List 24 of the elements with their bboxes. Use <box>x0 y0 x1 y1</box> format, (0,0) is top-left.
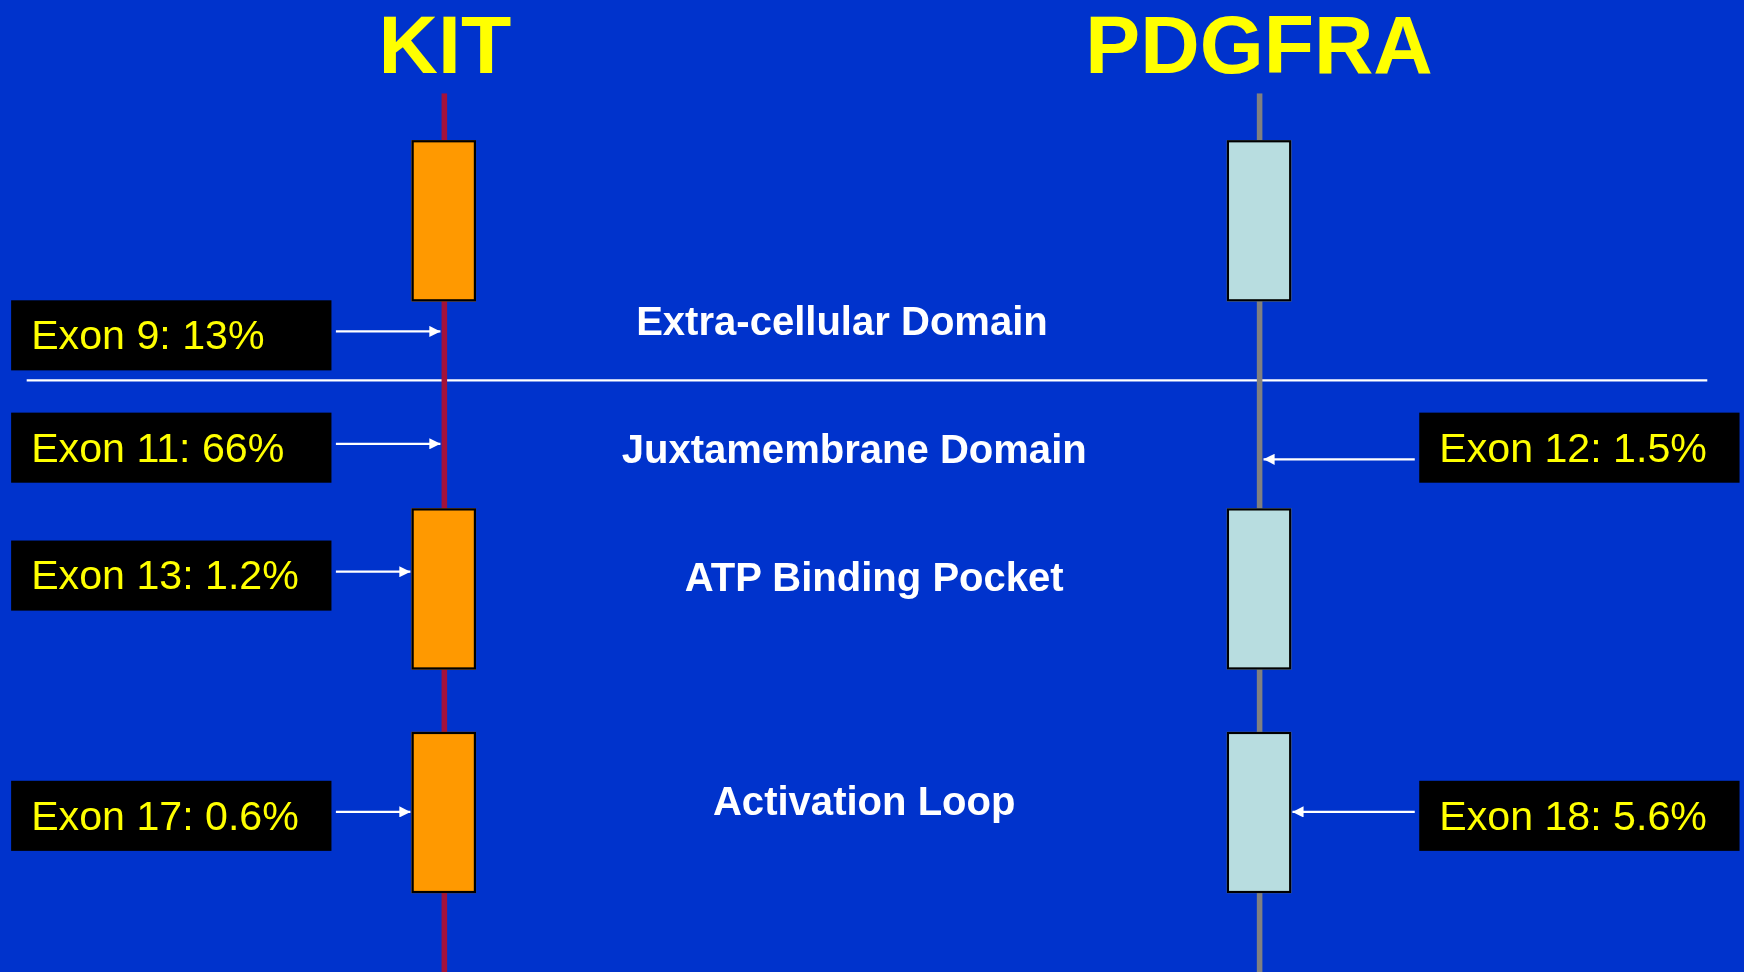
arrow <box>335 566 411 578</box>
exon-label: Exon 9: 13% <box>11 300 332 371</box>
arrow <box>335 806 411 818</box>
exon-box <box>1226 508 1292 670</box>
arrow <box>1263 453 1415 465</box>
exon-box <box>1226 731 1292 894</box>
exon-box <box>411 140 477 302</box>
arrow <box>335 325 441 337</box>
exon-label: Exon 13: 1.2% <box>11 540 332 611</box>
exon-box <box>1226 140 1292 302</box>
arrow <box>1292 806 1415 818</box>
domain-label: Extra-cellular Domain <box>636 298 1048 345</box>
gene-title: PDGFRA <box>1085 4 1433 87</box>
exon-label: Exon 11: 66% <box>11 412 332 483</box>
exon-box <box>411 508 477 670</box>
arrow <box>335 438 441 450</box>
domain-label: ATP Binding Pocket <box>684 553 1064 601</box>
gene-title: KIT <box>378 4 512 87</box>
exon-label: Exon 17: 0.6% <box>11 780 332 851</box>
exon-box <box>411 731 477 894</box>
exon-label: Exon 18: 5.6% <box>1419 780 1740 851</box>
exon-label: Exon 12: 1.5% <box>1419 412 1740 483</box>
domain-label: Juxtamembrane Domain <box>621 426 1087 473</box>
domain-label: Activation Loop <box>712 778 1016 826</box>
